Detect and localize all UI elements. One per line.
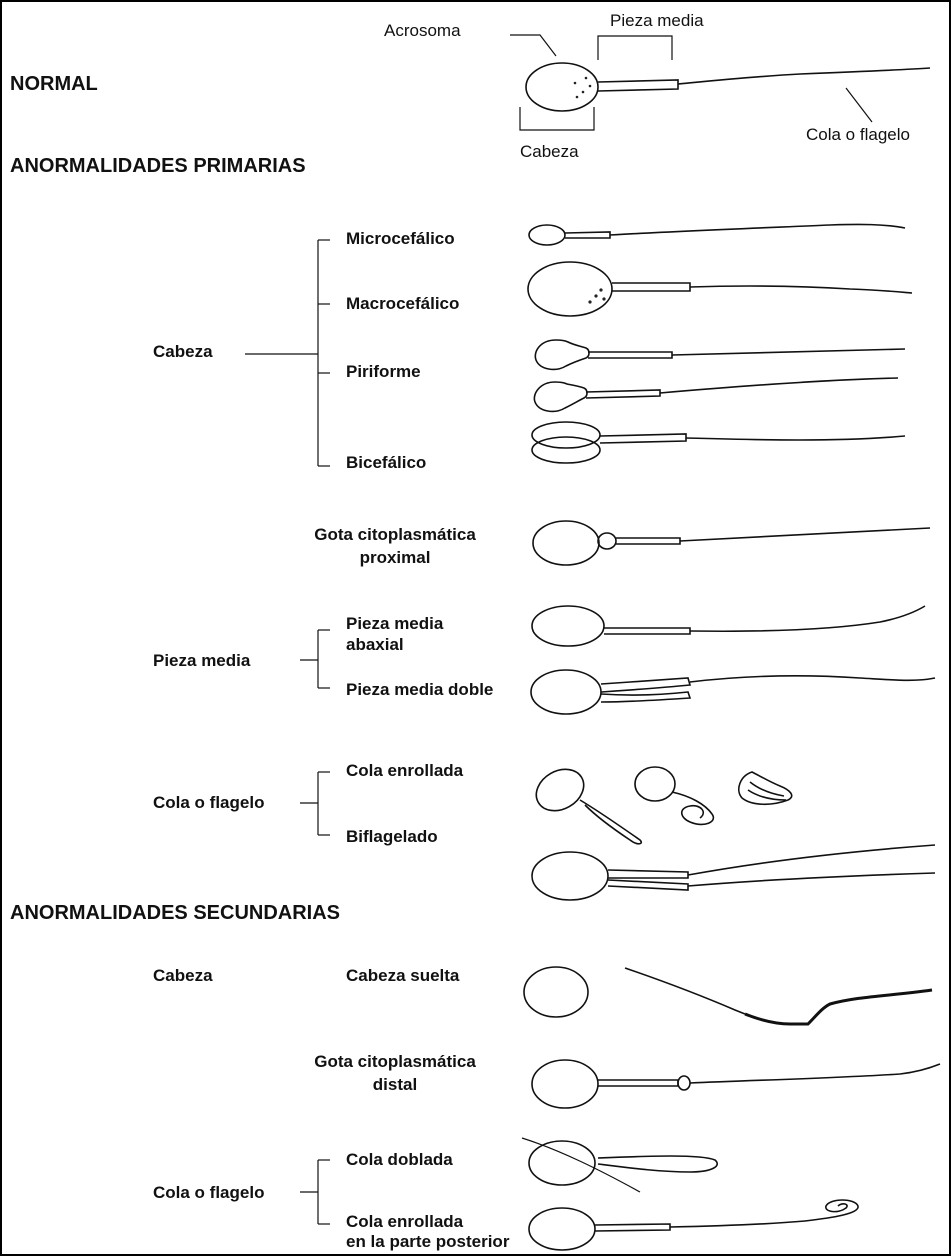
double-midpiece-label: Pieza media doble — [346, 680, 493, 700]
abaxial-midpiece-drawing — [532, 606, 925, 646]
posterior-coiled-tail-label-line1: Cola enrollada — [346, 1212, 463, 1232]
tail-group-label: Cola o flagelo — [153, 793, 264, 813]
detached-head-drawing — [524, 967, 932, 1024]
distal-droplet-label-line1: Gota citoplasmática — [260, 1052, 530, 1072]
secondary-tail-group-label: Cola o flagelo — [153, 1183, 264, 1203]
distal-droplet-label-line2: distal — [260, 1075, 530, 1095]
macrocephalic-drawing — [528, 262, 912, 316]
proximal-droplet-label-line2: proximal — [260, 548, 530, 568]
bicephalic-drawing — [532, 422, 905, 463]
acrosome-label: Acrosoma — [384, 21, 461, 41]
abaxial-midpiece-label-line1: Pieza media — [346, 614, 443, 634]
piriform-label: Piriforme — [346, 362, 421, 382]
proximal-droplet-label-line1: Gota citoplasmática — [260, 525, 530, 545]
bicephalic-label: Bicefálico — [346, 453, 426, 473]
head-label: Cabeza — [520, 142, 579, 162]
coiled-tail-drawing-2 — [635, 767, 713, 824]
tail-label: Cola o flagelo — [806, 125, 910, 145]
midpiece-label: Pieza media — [610, 11, 704, 31]
biflagellate-label: Biflagelado — [346, 827, 438, 847]
bent-tail-drawing — [522, 1138, 717, 1192]
coiled-tail-label: Cola enrollada — [346, 761, 463, 781]
detached-head-label: Cabeza suelta — [346, 966, 459, 986]
posterior-coiled-tail-drawing — [529, 1200, 858, 1250]
section-primary-abnormalities: ANORMALIDADES PRIMARIAS — [10, 154, 306, 178]
macrocephalic-label: Macrocefálico — [346, 294, 459, 314]
distal-droplet-drawing — [532, 1060, 940, 1108]
bent-tail-label: Cola doblada — [346, 1150, 453, 1170]
coiled-tail-drawing-1 — [529, 761, 641, 844]
normal-sperm-drawing — [510, 35, 930, 130]
abaxial-midpiece-label-line2: abaxial — [346, 635, 404, 655]
head-group-label: Cabeza — [153, 342, 213, 362]
midpiece-group-label: Pieza media — [153, 651, 250, 671]
coiled-tail-drawing-3 — [739, 772, 792, 804]
biflagellate-drawing — [532, 845, 935, 900]
microcephalic-label: Microcefálico — [346, 229, 455, 249]
head-group-bracket — [245, 240, 330, 466]
posterior-coiled-tail-label-line2: en la parte posterior — [346, 1232, 509, 1252]
proximal-droplet-drawing — [533, 521, 930, 565]
tail-group-bracket — [300, 772, 330, 835]
midpiece-group-bracket — [300, 630, 330, 688]
microcephalic-drawing — [529, 224, 905, 245]
double-midpiece-drawing — [531, 670, 935, 714]
secondary-head-group-label: Cabeza — [153, 966, 213, 986]
section-normal: NORMAL — [10, 72, 98, 96]
secondary-tail-group-bracket — [300, 1160, 330, 1224]
piriform-drawing-2 — [534, 378, 898, 411]
piriform-drawing-1 — [535, 340, 905, 369]
section-secondary-abnormalities: ANORMALIDADES SECUNDARIAS — [10, 901, 340, 925]
